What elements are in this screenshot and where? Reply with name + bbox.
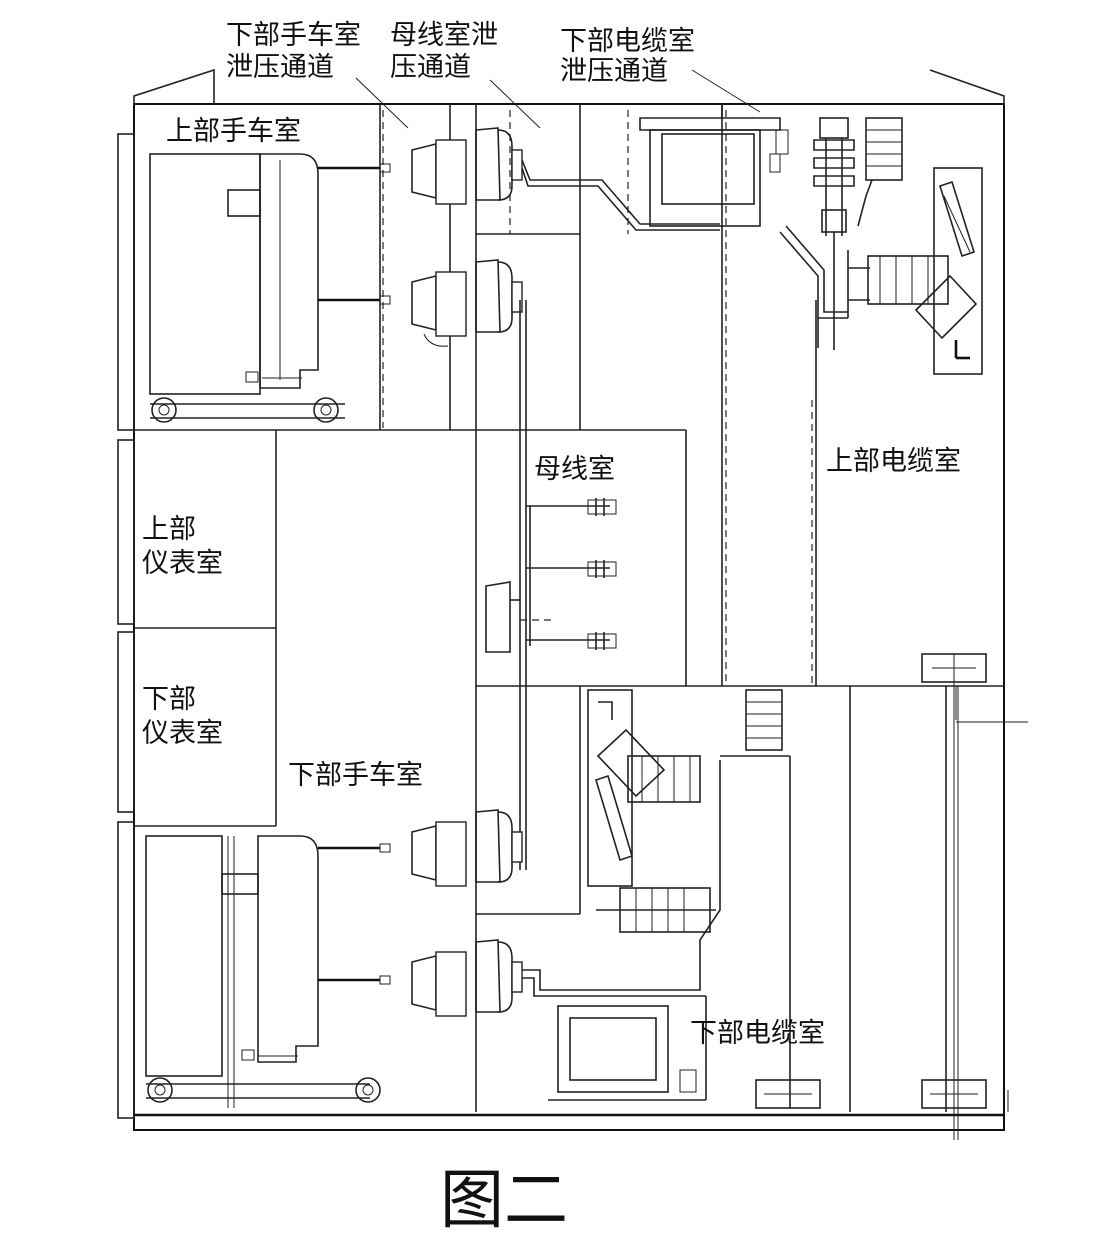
label-lower-cable-vent-line1: 下部电缆室 (560, 26, 695, 57)
lower-spouts (411, 809, 523, 1017)
upper-spouts (411, 127, 523, 347)
upper-current-transformer (639, 104, 789, 227)
label-leader-lines (355, 69, 761, 129)
label-busbar-vent-line2: 压通道 (390, 52, 471, 83)
busbar-clamps (587, 498, 617, 650)
label-busbar-vent-line1: 母线室泄 (390, 20, 498, 51)
lower-earthing-switch (587, 689, 701, 887)
compartment-partitions (134, 104, 1028, 1112)
label-lower-cable-room: 下部电缆室 (690, 1018, 825, 1049)
upper-cable-conductor (779, 225, 870, 348)
lower-breaker-cart (145, 835, 391, 1108)
label-upper-cart-room: 上部手车室 (166, 116, 301, 147)
lower-surge-arrester (596, 887, 716, 933)
lower-cable-clamps (755, 686, 1009, 1140)
label-upper-cable-room: 上部电缆室 (826, 446, 961, 477)
upper-earthing-switch (867, 167, 983, 375)
label-upper-meter-room-line1: 上部 (142, 514, 196, 545)
lower-post-insulator (745, 689, 783, 751)
label-upper-meter-room-line2: 仪表室 (142, 548, 223, 579)
lower-cable-conductor (522, 755, 791, 1108)
upper-post-insulator (857, 117, 903, 227)
label-lower-cable-vent-line2: 泄压通道 (560, 56, 668, 87)
label-busbar-room: 母线室 (534, 454, 615, 485)
label-lower-meter-room-line2: 仪表室 (142, 718, 223, 749)
label-lower-cart-vent-line1: 下部手车室 (226, 20, 361, 51)
cabinet-frame (117, 68, 1005, 1131)
text-labels: 下部手车室 泄压通道 母线室泄 压通道 下部电缆室 泄压通道 上部手车室 上部 … (142, 20, 961, 1049)
upper-breaker-cart (149, 153, 391, 423)
label-lower-meter-room-line1: 下部 (142, 684, 196, 715)
busbar-conductors (485, 159, 720, 870)
label-lower-cart-vent-line2: 泄压通道 (226, 52, 334, 83)
upper-surge-arrester (813, 117, 855, 350)
label-lower-cart-room: 下部手车室 (288, 760, 423, 791)
upper-cable-clamp (921, 653, 987, 686)
lower-current-transformer (548, 1005, 706, 1101)
figure-caption: 图二 (440, 1164, 568, 1238)
